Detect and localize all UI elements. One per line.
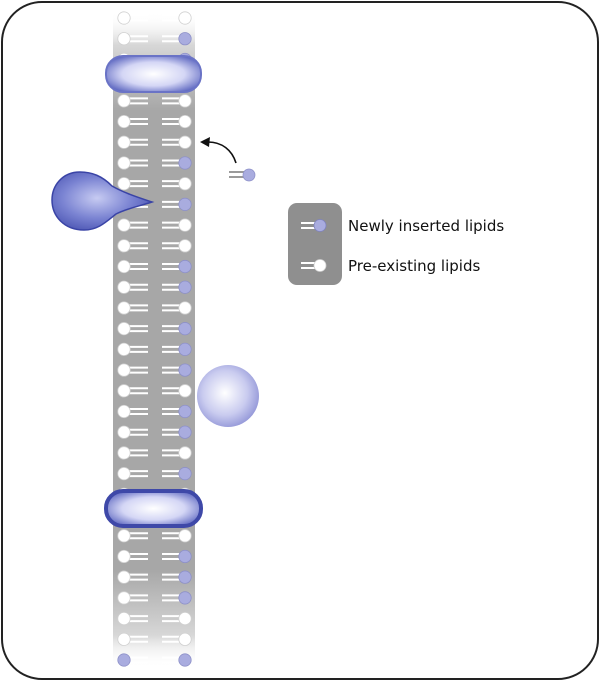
newly-inserted-lipid xyxy=(162,32,192,46)
pre-existing-lipid xyxy=(117,301,148,315)
pre-existing-lipid xyxy=(117,425,148,439)
pre-existing-lipid xyxy=(117,218,148,232)
pre-existing-lipid xyxy=(162,632,192,646)
pre-existing-lipid xyxy=(117,363,148,377)
inserting-protein xyxy=(51,171,155,231)
pre-existing-lipid xyxy=(162,11,192,25)
pre-existing-lipid xyxy=(117,611,148,626)
pre-existing-lipid xyxy=(162,177,192,191)
pre-existing-lipid xyxy=(117,114,148,129)
legend-old-lipid-icon xyxy=(301,259,327,272)
pre-existing-lipid xyxy=(162,611,192,626)
newly-inserted-lipid xyxy=(162,259,192,274)
newly-inserted-lipid xyxy=(162,363,192,377)
lipid-bilayer xyxy=(113,12,195,668)
pre-existing-lipid xyxy=(117,384,148,398)
pre-existing-lipid xyxy=(117,446,148,460)
pre-existing-lipid xyxy=(117,94,148,108)
legend-box xyxy=(288,203,342,285)
pre-existing-lipid xyxy=(117,259,148,274)
pre-existing-lipid xyxy=(117,549,148,564)
legend-old-label: Pre-existing lipids xyxy=(348,257,480,275)
pre-existing-lipid xyxy=(162,94,192,108)
legend-new-label: Newly inserted lipids xyxy=(348,217,504,235)
pre-existing-lipid xyxy=(117,280,148,294)
pre-existing-lipid xyxy=(162,218,192,232)
newly-inserted-lipid xyxy=(162,156,192,170)
pre-existing-lipid xyxy=(117,135,148,149)
pre-existing-lipid xyxy=(117,11,148,25)
pre-existing-lipid xyxy=(117,322,148,336)
newly-inserted-lipid xyxy=(162,404,192,419)
legend-new-lipid-icon xyxy=(301,219,327,232)
pre-existing-lipid xyxy=(117,32,148,46)
pre-existing-lipid xyxy=(117,342,148,356)
pre-existing-lipid xyxy=(117,570,148,584)
pre-existing-lipid xyxy=(117,591,148,605)
pre-existing-lipid xyxy=(162,239,192,253)
pre-existing-lipid xyxy=(117,632,148,646)
pre-existing-lipid xyxy=(117,529,148,543)
pre-existing-lipid xyxy=(162,114,192,129)
curved-arrow-icon xyxy=(207,141,237,164)
newly-inserted-lipid xyxy=(162,425,192,439)
newly-inserted-lipid xyxy=(162,322,192,336)
pre-existing-lipid xyxy=(162,446,192,460)
newly-inserted-lipid xyxy=(162,653,192,667)
transmembrane-protein-bottom xyxy=(104,489,203,528)
pre-existing-lipid xyxy=(162,384,192,398)
pre-existing-lipid xyxy=(162,301,192,315)
newly-inserted-lipid xyxy=(162,570,192,584)
newly-inserted-lipid xyxy=(117,653,148,667)
pre-existing-lipid xyxy=(117,156,148,170)
newly-inserted-lipid xyxy=(162,467,192,481)
pre-existing-lipid xyxy=(117,177,148,191)
newly-inserted-lipid xyxy=(162,591,192,605)
newly-inserted-lipid xyxy=(162,342,192,356)
peripheral-protein xyxy=(197,365,259,427)
legend: Newly inserted lipids Pre-existing lipid… xyxy=(288,203,504,285)
newly-inserted-lipid xyxy=(162,549,192,564)
pre-existing-lipid xyxy=(117,467,148,481)
lipid-icon xyxy=(229,168,256,182)
newly-inserted-lipid xyxy=(162,197,192,211)
pre-existing-lipid xyxy=(162,135,192,149)
pre-existing-lipid xyxy=(117,239,148,253)
pre-existing-lipid xyxy=(117,404,148,419)
arrowhead xyxy=(200,137,210,147)
pre-existing-lipid xyxy=(162,529,192,543)
transmembrane-protein-top xyxy=(105,55,202,93)
newly-inserted-lipid xyxy=(162,280,192,294)
